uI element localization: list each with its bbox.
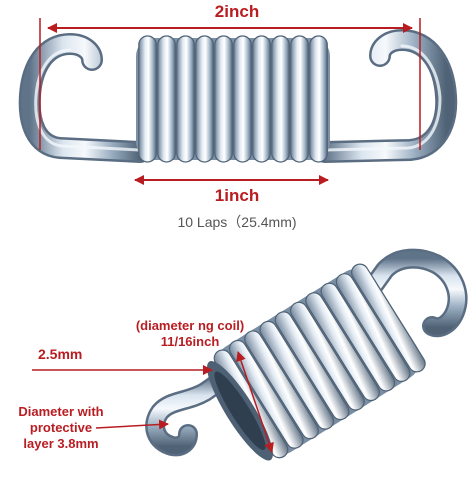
top-coil-turn <box>309 35 328 163</box>
top-coil-turns <box>138 35 328 163</box>
top-coil-turn <box>138 35 157 163</box>
outer-diameter-pointer <box>95 419 169 430</box>
bottom-spring <box>145 248 468 461</box>
laps-caption: 10 Laps（25.4mm) <box>177 214 297 230</box>
outer-diameter-line3: layer 3.8mm <box>23 436 99 451</box>
bottom-coil-turn <box>351 263 426 373</box>
coil-diameter-arrow <box>236 351 274 453</box>
bottom-coil-turn <box>259 320 335 430</box>
top-coil-turn <box>252 35 271 163</box>
top-coil-turn <box>214 35 233 163</box>
coil-diameter-line2: 11/16inch <box>160 334 220 349</box>
top-coil-turn <box>195 35 214 163</box>
bottom-coil-turn <box>335 273 411 382</box>
top-coil-turn <box>271 35 290 163</box>
bottom-coil-turn <box>289 301 365 411</box>
bottom-coil-turn <box>305 292 380 402</box>
top-coil-turn <box>233 35 252 163</box>
wire-diameter-label: 2.5mm <box>38 346 83 362</box>
bottom-coil-turn <box>320 282 396 392</box>
body-length-label: 1inch <box>214 186 260 205</box>
top-coil-turn <box>176 35 195 163</box>
overall-length-label: 2inch <box>214 2 260 21</box>
bottom-coil-turn <box>274 311 350 421</box>
outer-diameter-label: Diameter with protective layer 3.8mm <box>2 404 120 452</box>
top-coil-turn <box>290 35 309 163</box>
top-spring <box>18 28 458 163</box>
coil-diameter-line1: (diameter ng coil) <box>135 318 245 333</box>
top-coil-turn <box>157 35 176 163</box>
outer-diameter-line2: protective <box>29 420 93 435</box>
outer-diameter-line1: Diameter with <box>18 404 104 419</box>
coil-diameter-label: (diameter ng coil) 11/16inch <box>95 318 285 350</box>
